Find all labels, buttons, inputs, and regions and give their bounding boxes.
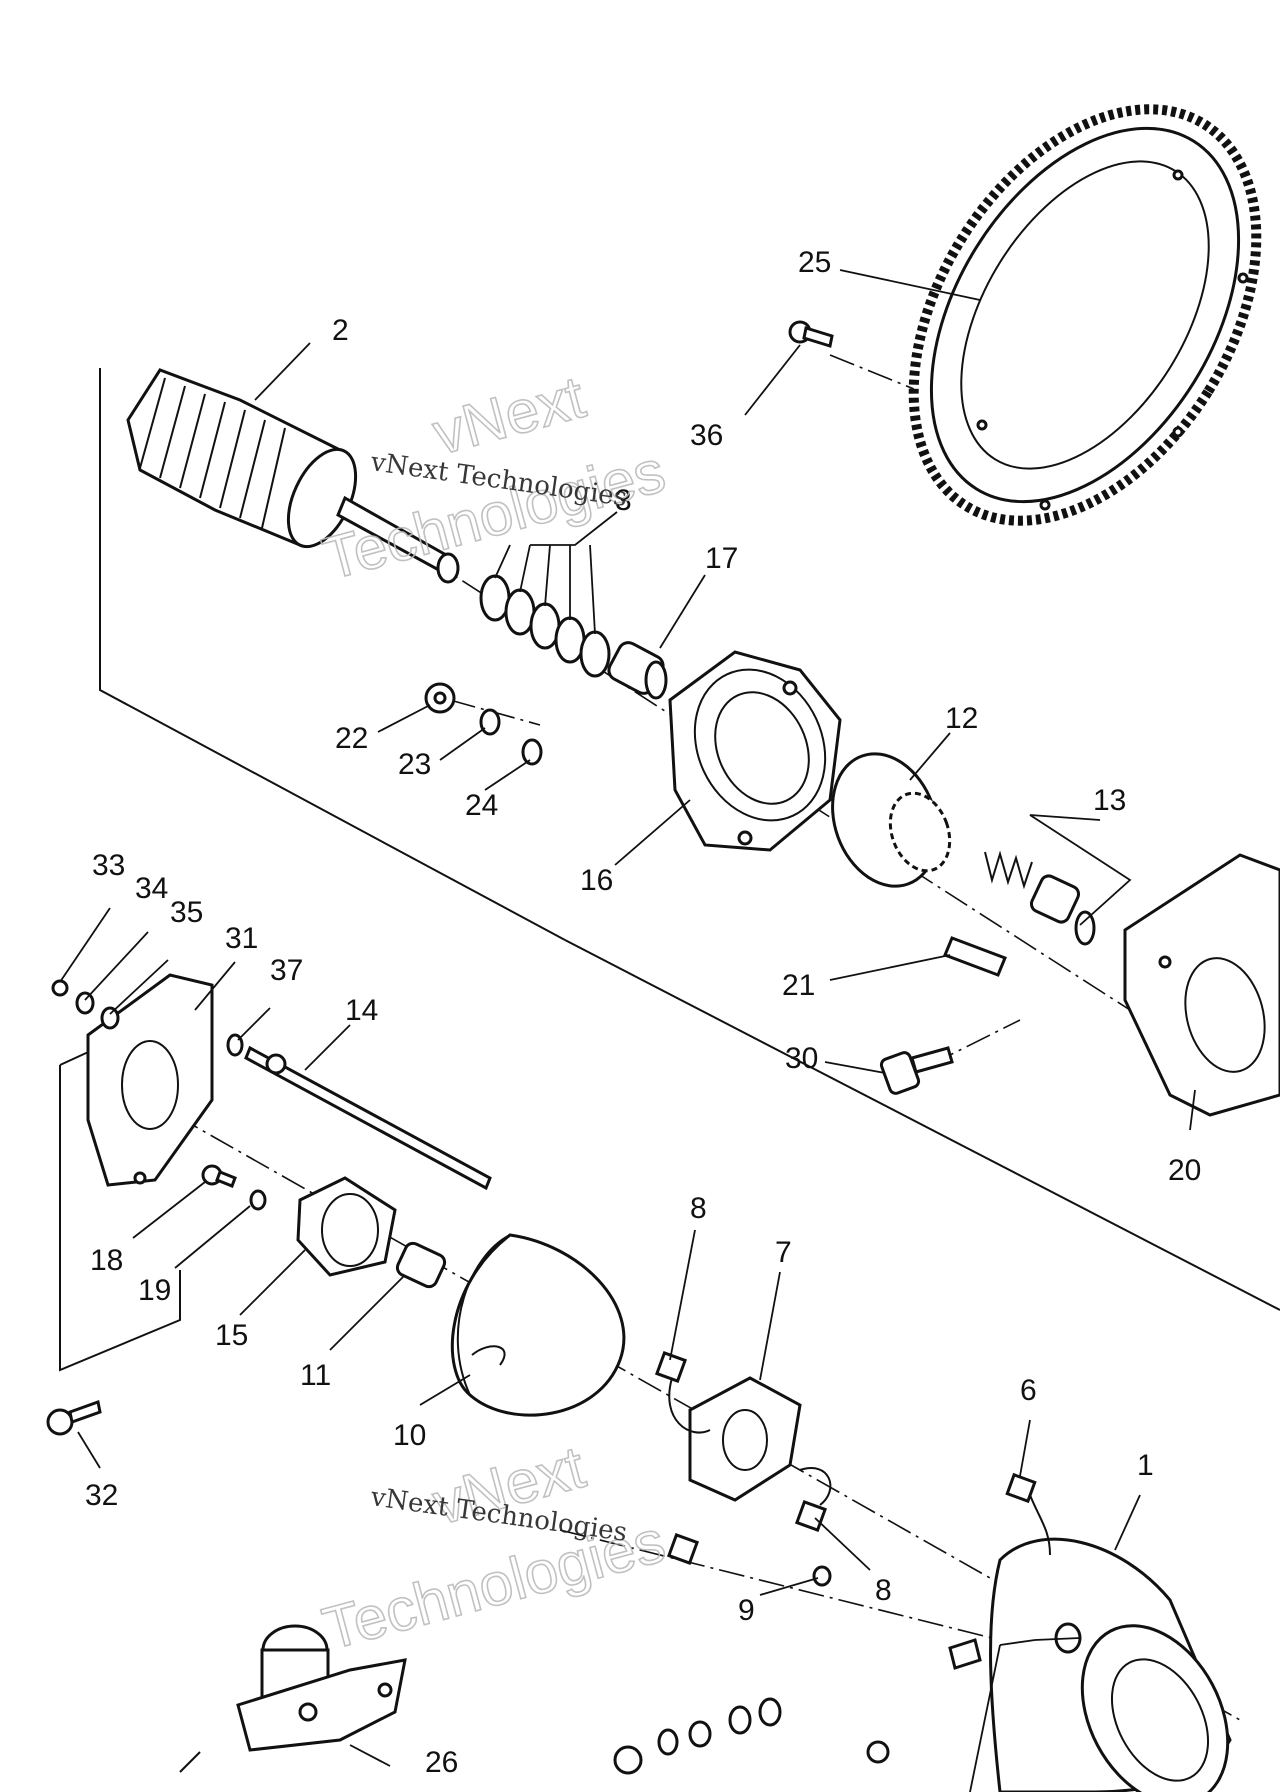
svg-text:Technologies: Technologies: [316, 437, 672, 592]
label-8a: 8: [690, 1192, 707, 1225]
end-cap: [296, 1176, 397, 1277]
label-9: 9: [738, 1594, 755, 1627]
bushing-17: [607, 641, 668, 700]
label-16: 16: [580, 864, 613, 897]
label-14: 14: [345, 994, 378, 1027]
label-34: 34: [135, 872, 168, 905]
bushing-11: [395, 1241, 447, 1289]
label-33: 33: [92, 849, 125, 882]
nut-washers-22-24: [424, 682, 543, 766]
mounting-bracket: [1123, 853, 1280, 1117]
bolt-30: [879, 1046, 954, 1095]
label-24: 24: [465, 789, 498, 822]
label-35: 35: [170, 896, 203, 929]
part-labels: 2 3 17 25 36 22 23 24 16 12 13 21 30 20 …: [85, 246, 1201, 1779]
label-23: 23: [398, 748, 431, 781]
through-bolt: [244, 1045, 492, 1191]
label-7: 7: [775, 1236, 792, 1269]
label-2: 2: [332, 314, 349, 347]
label-36: 36: [690, 419, 723, 452]
screw-32: [46, 1400, 102, 1436]
svg-text:vNext: vNext: [426, 363, 592, 467]
label-21: 21: [782, 969, 815, 1002]
yoke-housing: [948, 1472, 1232, 1792]
armature: [126, 368, 460, 584]
label-22: 22: [335, 722, 368, 755]
label-15: 15: [215, 1319, 248, 1352]
end-plate: [51, 973, 244, 1187]
ring-gear: [908, 104, 1262, 526]
label-8b: 8: [875, 1574, 892, 1607]
commutator-end-frame: [450, 1233, 626, 1417]
screw-36: [788, 320, 834, 348]
label-10: 10: [393, 1419, 426, 1452]
label-31: 31: [225, 922, 258, 955]
label-13: 13: [1093, 784, 1126, 817]
label-32: 32: [85, 1479, 118, 1512]
bottom-hardware: [613, 1697, 890, 1775]
assembly-outline: [59, 368, 1280, 1372]
leader-lines: [59, 269, 1196, 1792]
pinion-gear: [831, 752, 952, 888]
label-37: 37: [270, 954, 303, 987]
label-19: 19: [138, 1274, 171, 1307]
solenoid: [179, 1624, 407, 1773]
label-6: 6: [1020, 1374, 1037, 1407]
label-17: 17: [705, 542, 738, 575]
brush-holder: [654, 1350, 832, 1587]
label-20: 20: [1168, 1154, 1201, 1187]
label-26: 26: [425, 1746, 458, 1779]
label-3: 3: [615, 484, 632, 517]
label-30: 30: [785, 1042, 818, 1075]
label-25: 25: [798, 246, 831, 279]
label-18: 18: [90, 1244, 123, 1277]
label-12: 12: [945, 702, 978, 735]
label-11: 11: [300, 1359, 331, 1392]
washer-stack: [479, 574, 611, 678]
drive-housing: [668, 650, 842, 852]
screw-washer-18-19: [201, 1164, 267, 1211]
watermark-lower: vNext Technologies vNext Technologies: [315, 1432, 672, 1663]
watermark-upper: vNext Technologies vNext Technologies: [315, 362, 672, 593]
label-1: 1: [1137, 1449, 1154, 1482]
spring-collar-clip: [984, 850, 1096, 946]
stud-21: [943, 936, 1007, 977]
